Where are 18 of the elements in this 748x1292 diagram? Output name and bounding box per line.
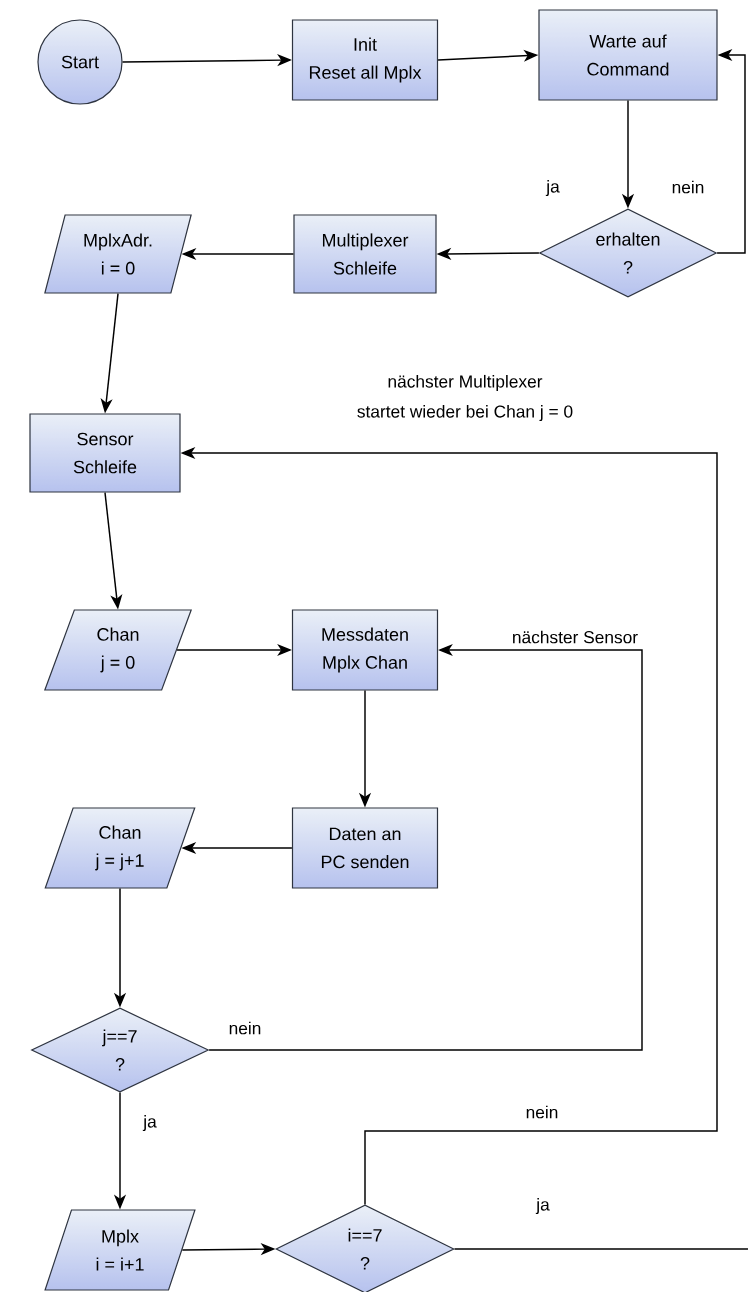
edge-label: ja: [534, 1196, 552, 1216]
edge-label: nein: [227, 1020, 263, 1036]
process-box: Daten an PC senden: [291, 807, 439, 889]
edge-label: ja: [544, 178, 562, 198]
note-text: startet wieder bei Chan j = 0: [357, 404, 573, 422]
edge-label: nein: [670, 179, 706, 195]
edge-label: nein: [524, 1104, 560, 1120]
process-box: Sensor Schleife: [29, 413, 181, 493]
process-box: Multiplexer Schleife: [293, 214, 437, 294]
data-parallelogram: Chan j = j+1: [44, 807, 196, 889]
process-box: Warte auf Command: [538, 9, 718, 101]
data-parallelogram: Mplx i = i+1: [44, 1209, 196, 1291]
note-text: nächster Multiplexer: [388, 374, 543, 392]
process-box: Messdaten Mplx Chan: [291, 609, 439, 691]
edge-label: ja: [141, 1113, 159, 1133]
data-parallelogram: MplxAdr. i = 0: [44, 214, 192, 294]
process-box: Init Reset all Mplx: [291, 19, 439, 101]
note-text: nächster Sensor: [513, 630, 638, 644]
